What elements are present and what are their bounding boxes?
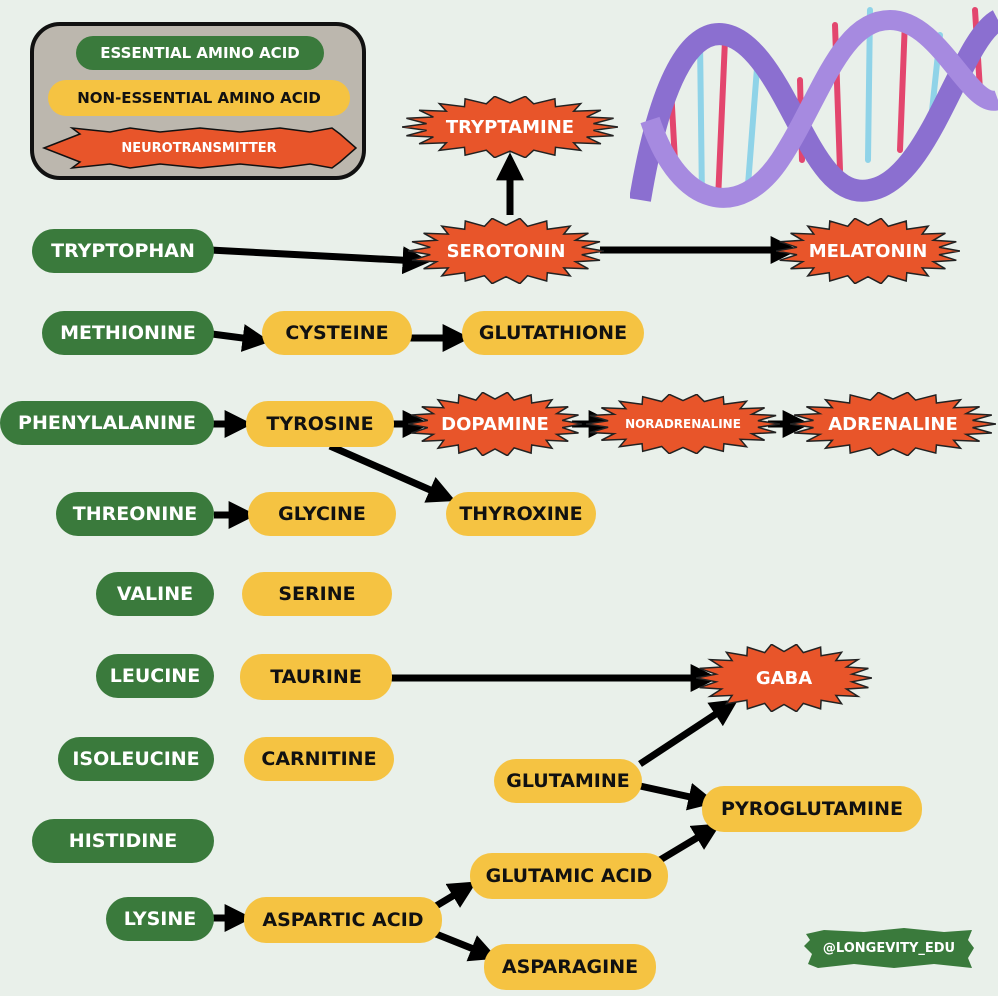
legend-box: ESSENTIAL AMINO ACID NON-ESSENTIAL AMINO… (30, 22, 366, 180)
tryptamine-label: TRYPTAMINE (445, 116, 575, 138)
node-methionine: METHIONINE (42, 311, 214, 355)
node-glutamine: GLUTAMINE (494, 759, 642, 803)
node-valine: VALINE (96, 572, 214, 616)
legend-neurotransmitter-label: NEUROTRANSMITTER (121, 140, 277, 156)
node-thyroxine: THYROXINE (446, 492, 596, 536)
node-taurine: TAURINE (240, 654, 392, 700)
watermark-brush-shape (804, 928, 974, 968)
node-cysteine: CYSTEINE (262, 311, 412, 355)
arrow-asparticacid-glutamicacid (434, 881, 477, 910)
burst-shape (696, 644, 872, 712)
node-leucine: LEUCINE (96, 654, 214, 698)
node-adrenaline: ADRENALINE (790, 392, 996, 456)
burst-shape (408, 218, 604, 284)
arrow-tyrosine-thyroxine (328, 442, 456, 503)
node-serotonin: SEROTONIN (408, 218, 604, 284)
node-tryptophan: TRYPTOPHAN (32, 229, 214, 273)
node-histidine: HISTIDINE (32, 819, 214, 863)
dopamine-label: DOPAMINE (441, 413, 549, 435)
node-glutamic-acid: GLUTAMIC ACID (470, 853, 668, 899)
node-dopamine: DOPAMINE (408, 392, 582, 456)
noradrenaline-label: NORADRENALINE (625, 417, 741, 431)
arrow-methionine-cysteine (211, 324, 271, 352)
serotonin-label: SEROTONIN (446, 240, 566, 262)
node-threonine: THREONINE (56, 492, 214, 536)
dna-helix-image (630, 7, 998, 208)
arrow-asparticacid-asparagine (434, 930, 498, 962)
melatonin-label: MELATONIN (808, 240, 928, 262)
arrow-glutamine-gaba (638, 699, 739, 767)
watermark-text: @LONGEVITY_EDU (822, 940, 956, 956)
arrow-glutamicacid-pyroglutamine (658, 823, 721, 864)
node-tyrosine: TYROSINE (246, 401, 394, 447)
node-lysine: LYSINE (106, 897, 214, 941)
node-tryptamine: TRYPTAMINE (402, 96, 618, 158)
node-isoleucine: ISOLEUCINE (58, 737, 214, 781)
arrow-tryptophan-serotonin (209, 246, 431, 275)
burst-shape (408, 392, 582, 456)
node-noradrenaline: NORADRENALINE (586, 394, 780, 454)
legend-burst-shape (41, 126, 358, 170)
burst-shape (586, 394, 780, 454)
adrenaline-label: ADRENALINE (828, 413, 958, 435)
node-pyroglutamine: PYROGLUTAMINE (702, 786, 922, 832)
burst-shape (790, 392, 996, 456)
burst-shape (402, 96, 618, 158)
node-glutathione: GLUTATHIONE (462, 311, 644, 355)
node-glycine: GLYCINE (248, 492, 396, 536)
node-aspartic-acid: ASPARTIC ACID (244, 897, 442, 943)
node-carnitine: CARNITINE (244, 737, 394, 781)
burst-shape (776, 218, 960, 284)
node-melatonin: MELATONIN (776, 218, 960, 284)
node-phenylalanine: PHENYLALANINE (0, 401, 214, 445)
node-serine: SERINE (242, 572, 392, 616)
watermark-badge: @LONGEVITY_EDU (804, 924, 974, 972)
legend-non-essential: NON-ESSENTIAL AMINO ACID (48, 80, 350, 116)
arrow-glutamine-pyroglutamine (639, 782, 717, 811)
legend-essential: ESSENTIAL AMINO ACID (76, 36, 324, 70)
legend-neurotransmitter: NEUROTRANSMITTER (40, 126, 358, 170)
node-asparagine: ASPARAGINE (484, 944, 656, 990)
node-gaba: GABA (696, 644, 872, 712)
gaba-label: GABA (755, 667, 813, 689)
